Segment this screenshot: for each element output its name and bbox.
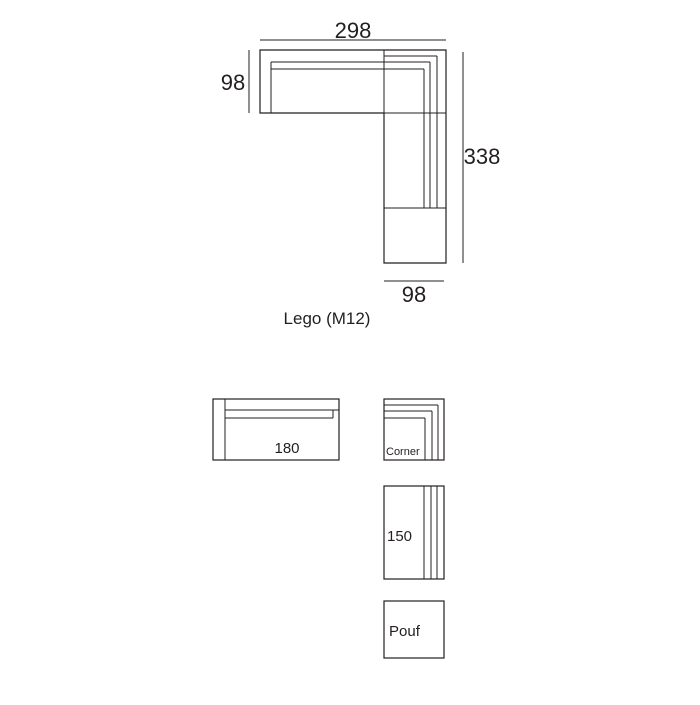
width-dimension-label: 298 <box>335 18 372 43</box>
chaise-width-dimension-label: 98 <box>402 282 426 307</box>
length-dimension-label: 338 <box>464 144 501 169</box>
module-sofa-180: 180 <box>212 398 340 461</box>
corner-outline <box>383 398 445 461</box>
sofa-180-label: 180 <box>274 440 299 457</box>
module-corner: Corner <box>383 398 445 461</box>
seat-150-label: 150 <box>387 528 412 545</box>
corner-label: Corner <box>386 446 420 458</box>
l-shape-outline <box>259 49 447 264</box>
pouf-outline <box>383 600 445 659</box>
sofa-180-outline <box>212 398 340 461</box>
pouf-label: Pouf <box>389 623 421 640</box>
depth-dimension-label: 98 <box>221 70 245 95</box>
assembly-caption: Lego (M12) <box>284 309 371 328</box>
module-pouf: Pouf <box>383 600 445 659</box>
seat-150-outline <box>383 485 445 580</box>
assembly-plan: 298 98 338 98 Lego (M12) <box>221 18 501 328</box>
module-seat-150: 150 <box>383 485 445 580</box>
